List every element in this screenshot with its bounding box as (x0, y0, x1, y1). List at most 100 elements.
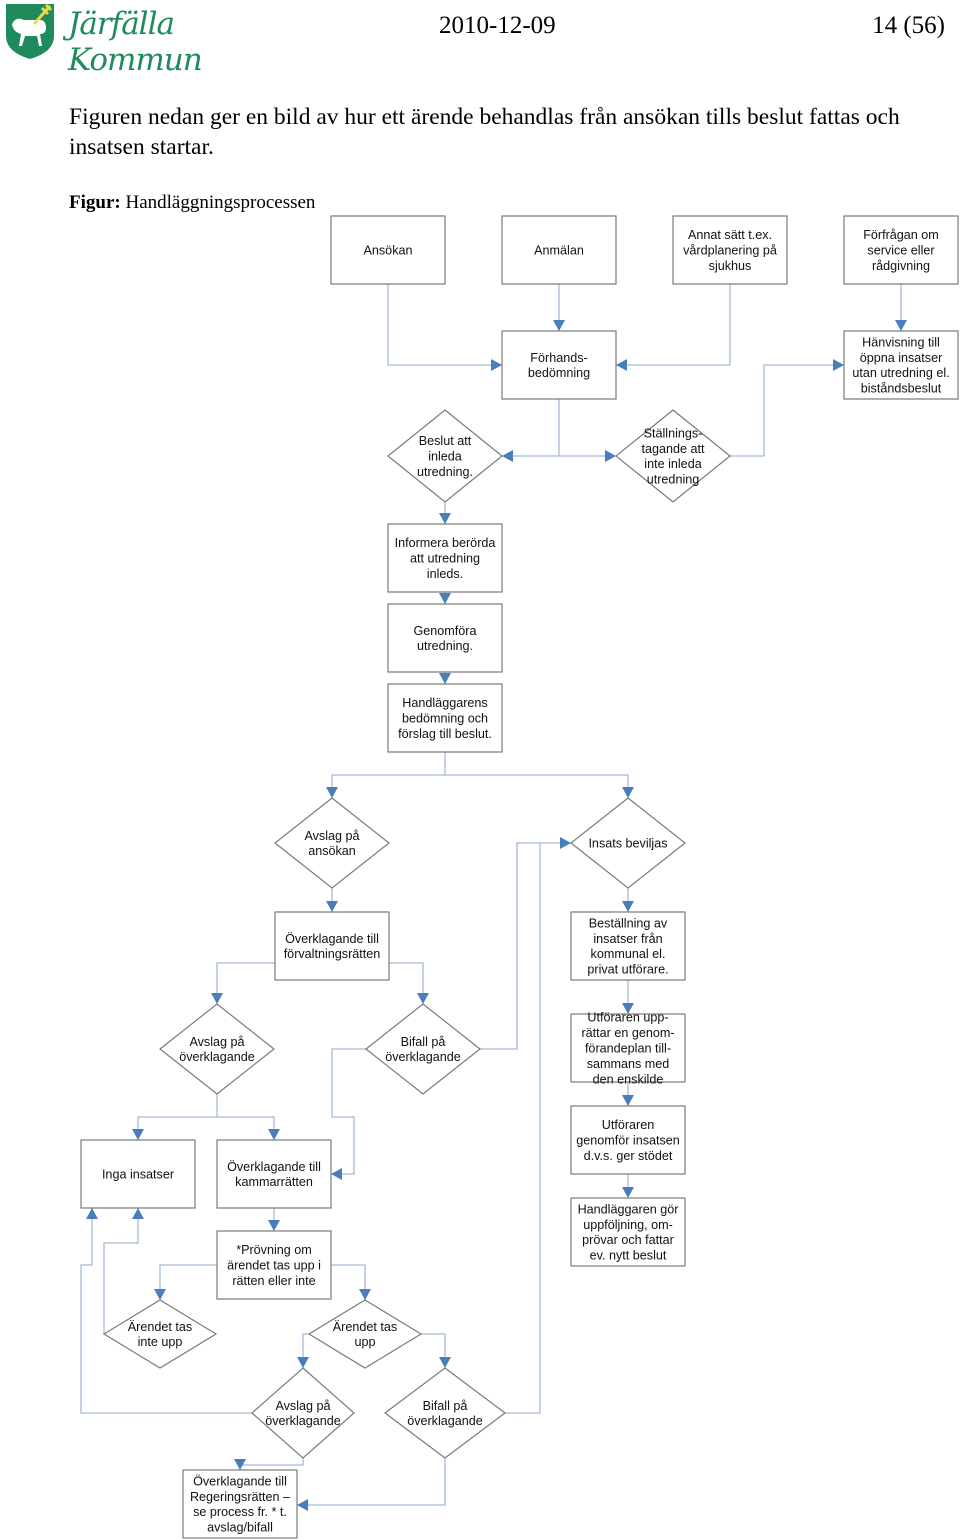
arrowhead-icon (560, 837, 571, 849)
arrowhead-icon (331, 1168, 342, 1180)
process-box (216, 1139, 332, 1209)
node-label-line: Överklagande till (227, 1160, 321, 1174)
node-label-line: bedömning och (402, 712, 488, 726)
process-box (570, 1197, 686, 1267)
node-label-line: utredning. (417, 639, 473, 653)
arrowhead-icon (417, 993, 429, 1004)
node-label-line: biståndsbeslut (861, 382, 942, 396)
arrowhead-icon (326, 901, 338, 912)
connector-line (239, 1458, 304, 1470)
connector-line (137, 1116, 275, 1140)
node-label-line: upp (354, 1335, 375, 1349)
arrowhead-icon (491, 359, 502, 371)
node-label-line: att utredning (410, 552, 480, 566)
node-label-line: rätten eller inte (232, 1274, 315, 1288)
node-label-line: Avslag på (275, 1399, 330, 1413)
decision-diamond (615, 409, 731, 503)
arrowhead-icon (86, 1208, 98, 1219)
figure-caption-label: Figur: (69, 192, 121, 213)
node-label-line: bedömning (528, 366, 590, 380)
node-label-line: uppföljning, om- (583, 1218, 673, 1232)
node-label-line: Beställning av (589, 916, 668, 930)
flow-node-anmalan: Anmälan (501, 215, 617, 285)
process-box (501, 330, 617, 400)
node-label-line: sammans med (587, 1057, 670, 1071)
document-date: 2010-12-09 (439, 12, 556, 39)
figure-caption: Figur: Handläggningsprocessen (69, 192, 315, 214)
arrowhead-icon (359, 1289, 371, 1300)
arrowhead-icon (211, 993, 223, 1004)
figure-caption-title: Handläggningsprocessen (125, 192, 316, 213)
node-label-line: utredning (647, 473, 700, 487)
node-label-line: Bifall på (423, 1399, 468, 1413)
coat-of-arms-icon (6, 3, 54, 59)
node-label-line: Avslag på (304, 829, 359, 843)
node-label-line: tagande att (641, 442, 705, 456)
node-label-line: Ställnings- (644, 426, 703, 440)
connector-line (730, 364, 844, 457)
decision-diamond (274, 797, 390, 889)
connector-line (616, 284, 731, 366)
node-label-line: vårdplanering på (683, 244, 777, 258)
node-label-line: Handläggarens (402, 696, 487, 710)
connector-line (103, 1208, 139, 1334)
arrowhead-icon (622, 1003, 634, 1014)
node-label-line: överklagande (179, 1050, 255, 1064)
node-label-line: förvaltningsrätten (284, 947, 381, 961)
arrowhead-icon (132, 1129, 144, 1140)
node-label-line: d.v.s. ger stödet (584, 1149, 673, 1163)
node-label-line: rådgivning (872, 259, 930, 273)
node-label-line: Förhands- (530, 351, 587, 365)
node-label-line: Handläggaren gör (578, 1202, 679, 1216)
process-box (274, 911, 390, 981)
process-box (501, 215, 617, 285)
process-box (570, 1013, 686, 1083)
decision-diamond (387, 409, 503, 503)
arrowhead-icon (622, 1187, 634, 1198)
node-label-line: ansökan (308, 844, 356, 858)
connector-line (480, 842, 571, 1050)
process-box (672, 215, 788, 285)
node-label-line: överklagande (385, 1050, 461, 1064)
process-box (570, 1105, 686, 1175)
arrowhead-icon (553, 320, 565, 331)
process-box (387, 603, 503, 673)
connector-line (389, 962, 424, 1004)
arrowhead-icon (234, 1459, 246, 1470)
node-label-line: Hänvisning till (862, 335, 940, 349)
node-label-line: utredning. (417, 465, 473, 479)
node-label-line: Anmälan (534, 244, 584, 258)
flow-node-forhands: Förhands-bedömning (501, 330, 617, 400)
node-label-line: privat utförare. (587, 963, 668, 977)
connector-line (505, 843, 541, 1414)
intro-paragraph: Figuren nedan ger en bild av hur ett äre… (69, 104, 900, 160)
node-label-line: rättar en genom- (581, 1026, 674, 1040)
arrowhead-icon (605, 450, 616, 462)
connector-line (421, 1333, 446, 1368)
node-label-line: Ansökan (363, 244, 412, 258)
node-label-line: Överklagande till (285, 932, 379, 946)
arrowhead-icon (502, 450, 513, 462)
arrowhead-icon (622, 787, 634, 798)
node-label-line: ev. nytt beslut (590, 1249, 667, 1263)
process-box (80, 1139, 196, 1209)
node-label-line: inleda (428, 450, 462, 464)
flow-node-insats: Insats beviljas (570, 797, 686, 889)
node-label-line: Beslut att (419, 434, 472, 448)
node-label-line: ärendet tas upp i (227, 1259, 321, 1273)
flow-node-inga: Inga insatser (80, 1139, 196, 1209)
node-label-line: Utföraren upp- (587, 1011, 668, 1025)
node-label-line: förslag till beslut. (398, 727, 492, 741)
